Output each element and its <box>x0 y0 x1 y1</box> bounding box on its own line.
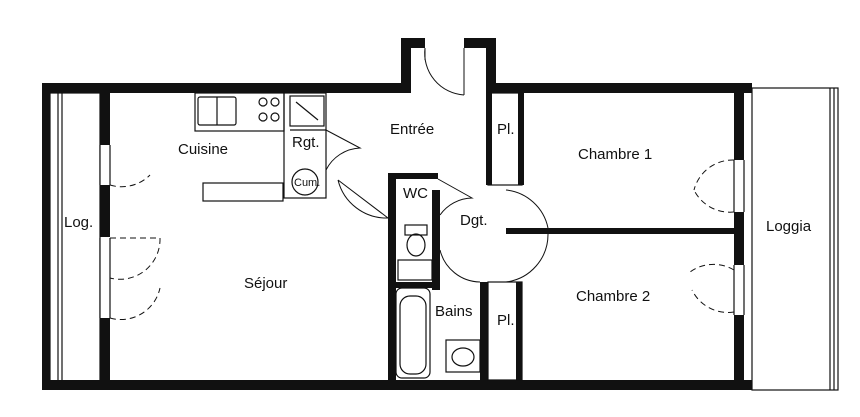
interior-walls <box>283 92 734 381</box>
label-placard-bottom: Pl. <box>497 312 515 329</box>
bathtub-icon <box>395 287 431 379</box>
label-cumulus: Cum. <box>294 177 320 189</box>
label-degagement: Dgt. <box>460 212 488 229</box>
door-swings <box>325 47 549 283</box>
loggia-left-area <box>49 92 101 384</box>
exterior-walls <box>42 38 752 390</box>
label-sejour: Séjour <box>244 275 287 292</box>
label-bains: Bains <box>435 303 473 320</box>
counter-bar <box>202 182 284 202</box>
label-loggia-left: Log. <box>64 214 93 231</box>
loggia-right-area <box>751 87 839 391</box>
water-heater-icon <box>291 168 319 196</box>
cooktop-icon <box>258 97 280 122</box>
label-entree: Entrée <box>390 121 434 138</box>
label-cuisine: Cuisine <box>178 141 228 158</box>
kitchen-fixtures <box>194 92 325 202</box>
label-wc: WC <box>403 185 428 202</box>
label-loggia-right: Loggia <box>766 218 812 235</box>
label-rangement: Rgt. <box>292 134 320 151</box>
label-chambre-2: Chambre 2 <box>576 288 650 305</box>
label-chambre-1: Chambre 1 <box>578 146 652 163</box>
toilet-icon <box>404 224 428 257</box>
fridge-icon <box>289 95 325 127</box>
washbasin-wc-icon <box>397 259 433 281</box>
washbasin-bath-icon <box>445 339 481 373</box>
label-placard-top: Pl. <box>497 121 515 138</box>
bathroom-fixtures <box>395 224 481 379</box>
